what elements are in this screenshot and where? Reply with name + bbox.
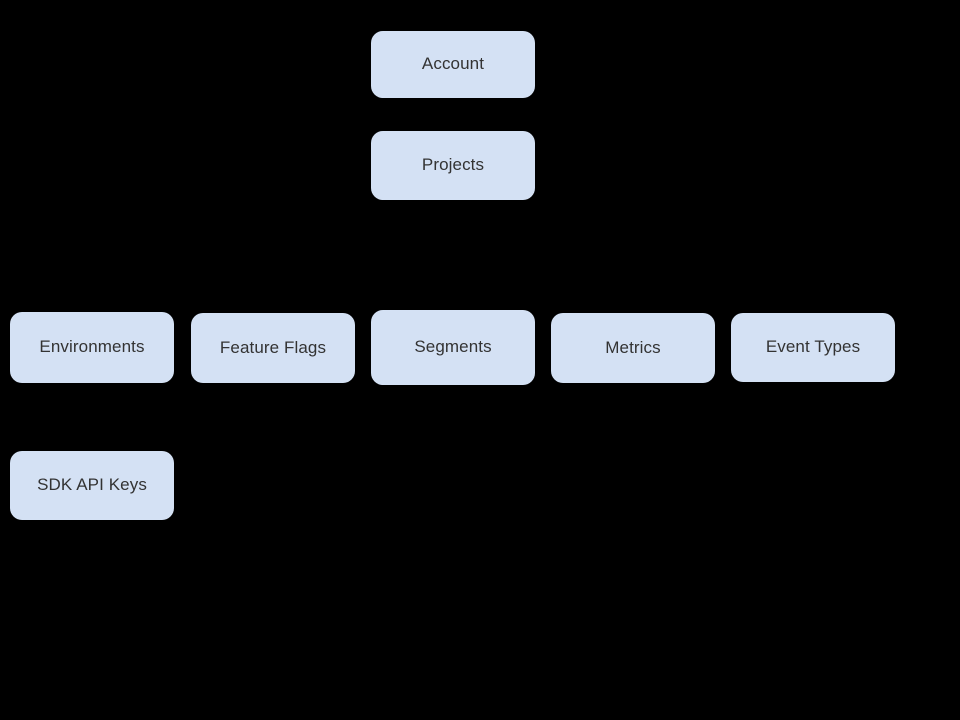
node-label-metrics: Metrics	[605, 337, 661, 357]
node-projects[interactable]: Projects	[371, 131, 535, 200]
node-label-projects: Projects	[421, 155, 485, 175]
node-label-account: Account	[421, 54, 485, 74]
node-label-environments: Environments	[39, 337, 145, 357]
node-label-event-types: Event Types	[765, 337, 861, 357]
node-metrics[interactable]: Metrics	[551, 313, 715, 383]
node-label-feature-flags: Feature Flags	[219, 337, 327, 357]
node-feature-flags[interactable]: Feature Flags	[191, 313, 355, 383]
node-label-sdk-api-keys: SDK API Keys	[37, 475, 147, 495]
node-segments[interactable]: Segments	[371, 310, 535, 385]
node-environments[interactable]: Environments	[10, 312, 174, 383]
node-account[interactable]: Account	[371, 31, 535, 98]
node-event-types[interactable]: Event Types	[731, 313, 895, 382]
node-sdk-api-keys[interactable]: SDK API Keys	[10, 451, 174, 520]
node-label-segments: Segments	[414, 337, 492, 357]
